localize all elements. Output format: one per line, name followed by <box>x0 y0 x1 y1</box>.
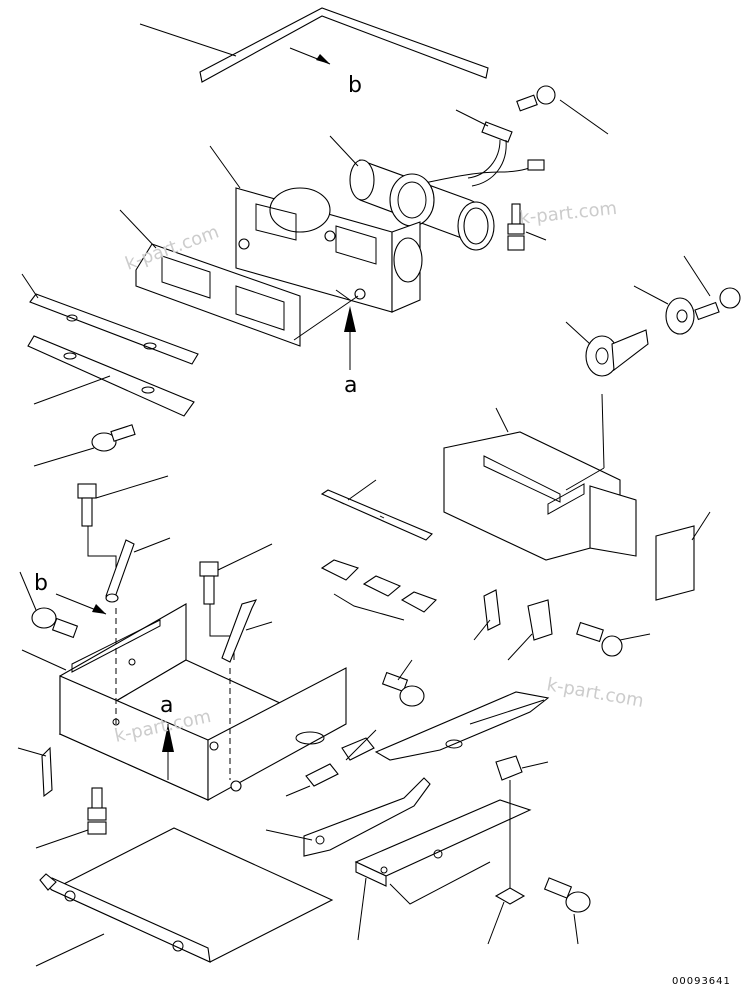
clip-2 <box>507 599 553 661</box>
top-l-bracket <box>139 7 489 83</box>
small-plate-2 <box>285 763 339 797</box>
small-plate-1 <box>341 729 377 761</box>
ref-arrow-a-upper <box>293 289 359 370</box>
stay-2 <box>221 599 273 663</box>
small-pad <box>487 887 526 945</box>
bolt-upper-right <box>683 255 741 321</box>
base-tray <box>21 603 347 801</box>
clamp-wire <box>409 109 545 187</box>
right-bracket-box <box>443 393 637 561</box>
lower-stay <box>265 777 431 857</box>
upper-strip <box>21 273 199 365</box>
ref-label-b-left: b <box>34 571 48 596</box>
stay-1 <box>105 537 171 603</box>
washer <box>633 285 695 335</box>
bolt-left <box>33 424 136 467</box>
long-stay <box>374 691 550 761</box>
lower-plate <box>354 799 532 941</box>
bolt-vertical-1 <box>77 475 169 600</box>
ref-label-a-upper: a <box>344 373 357 398</box>
watermark-1: k-part.com <box>518 198 618 229</box>
pad-3 <box>400 591 437 613</box>
ref-label-b-top: b <box>348 73 362 98</box>
bolt-lower-right <box>543 877 591 945</box>
rubber-strip <box>320 479 433 541</box>
frame-bezel <box>119 209 301 347</box>
cover-plate <box>655 511 711 601</box>
small-block <box>495 755 549 888</box>
pad-leader <box>333 593 405 621</box>
lower-strip <box>27 335 195 417</box>
bolt-right-mid <box>576 621 651 657</box>
bolt-lower-left <box>35 787 107 849</box>
ref-arrow-b-left <box>55 593 107 615</box>
ref-arrow-a-lower <box>162 724 174 780</box>
heater-cylinder <box>329 135 495 251</box>
clip-1 <box>473 589 501 641</box>
small-bolt-right <box>507 203 547 251</box>
ref-label-a-lower: a <box>160 693 173 718</box>
upper-bolt <box>516 85 609 135</box>
floor-plate <box>35 827 334 967</box>
grommet <box>565 321 649 377</box>
drawing-number: 00093641 <box>672 976 731 987</box>
bolt-tray-right <box>381 659 425 707</box>
pad-1 <box>320 559 360 581</box>
pad-2 <box>362 575 402 597</box>
bolt-left-mid <box>19 571 79 639</box>
spacer-left <box>17 746 53 798</box>
gauge-panel <box>209 145 423 313</box>
watermark-3: k-part.com <box>545 674 645 712</box>
